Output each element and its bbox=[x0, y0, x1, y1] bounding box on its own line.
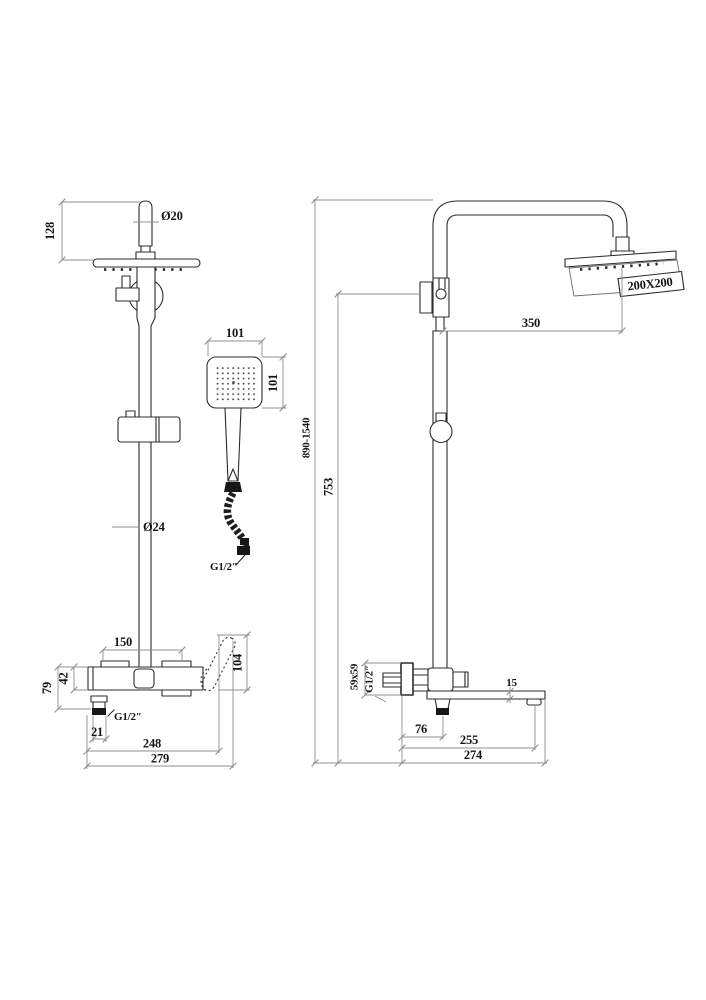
hose-thread-label: G1/2″ bbox=[210, 561, 238, 573]
dim-head-size-label: 200X200 bbox=[627, 275, 673, 294]
dim-outlet-offset-label: 21 bbox=[91, 725, 103, 739]
dim-flange-size-label: 59x59 bbox=[349, 663, 361, 690]
outlet-thread-label: G1/2″ bbox=[114, 711, 142, 723]
dim-handle-clearance-label: 104 bbox=[231, 653, 245, 672]
outlet-nut-front bbox=[92, 708, 106, 715]
dim-width-to-handle-label: 248 bbox=[143, 737, 161, 751]
dim-outlet-distance-label: 76 bbox=[415, 722, 427, 736]
hand-shower-handle bbox=[224, 407, 242, 482]
valve-body-side bbox=[427, 667, 454, 692]
wall-flange-side bbox=[400, 662, 414, 696]
side-view: 200X200 350 890-1540 753 59x59 G1/2″ 15 … bbox=[301, 196, 685, 767]
dim-arm-reach-label: 350 bbox=[522, 316, 540, 330]
outlet-nut-side bbox=[436, 708, 449, 715]
wall-thread-stub bbox=[382, 672, 402, 688]
dim-body-height-label: 42 bbox=[57, 672, 71, 684]
front-dimensions bbox=[54, 198, 287, 770]
side-dimensions bbox=[311, 196, 626, 767]
dim-body-total-height-label: 79 bbox=[40, 682, 54, 694]
dim-overhead-pipe-dia-label: Ø20 bbox=[161, 209, 183, 223]
front-view: 128 Ø20 101 101 Ø24 G1/2″ 150 104 42 79 … bbox=[40, 198, 287, 770]
head-size-box bbox=[617, 270, 685, 298]
dim-height-range-label: 890-1540 bbox=[301, 417, 313, 458]
hand-shower bbox=[206, 356, 263, 566]
mixer-control-front bbox=[133, 668, 155, 689]
spout-shelf-side bbox=[426, 690, 546, 700]
riser-pipe-side bbox=[432, 330, 448, 669]
dim-spout-reach-label: 255 bbox=[460, 733, 478, 747]
dim-spout-thickness-label: 15 bbox=[506, 677, 517, 689]
dim-hand-width-label: 101 bbox=[226, 326, 244, 340]
nozzle-row-side bbox=[579, 262, 665, 271]
mixer-front bbox=[87, 636, 236, 717]
dim-head-drop-label: 128 bbox=[43, 222, 57, 240]
dim-riser-dia-label: Ø24 bbox=[143, 520, 166, 534]
diverter-handle-front bbox=[115, 275, 140, 302]
overhead-shower-side bbox=[564, 250, 685, 298]
front-dimension-labels: 128 Ø20 101 101 Ø24 G1/2″ 150 104 42 79 … bbox=[40, 209, 280, 766]
spout-tip-side bbox=[526, 698, 542, 706]
wall-bracket-side bbox=[419, 277, 450, 332]
mixer-side bbox=[382, 662, 546, 715]
dim-hand-height-label: 101 bbox=[266, 374, 280, 392]
shower-arm-side bbox=[432, 200, 635, 279]
riser-pipe-front bbox=[136, 266, 156, 668]
slider-holder-front bbox=[117, 410, 181, 443]
wall-thread-label: G1/2″ bbox=[364, 665, 376, 693]
height-adjuster-knob bbox=[429, 412, 453, 444]
dim-inlet-spacing-label: 150 bbox=[114, 635, 132, 649]
side-dimension-labels: 200X200 350 890-1540 753 59x59 G1/2″ 15 … bbox=[301, 275, 674, 762]
shower-plate-front bbox=[92, 258, 201, 268]
dim-overall-depth-label: 274 bbox=[464, 748, 483, 762]
dim-overall-width-label: 279 bbox=[151, 752, 169, 766]
dim-riser-height-label: 753 bbox=[322, 478, 336, 496]
overhead-shower-front bbox=[92, 200, 201, 271]
shower-plate-side bbox=[564, 250, 677, 268]
